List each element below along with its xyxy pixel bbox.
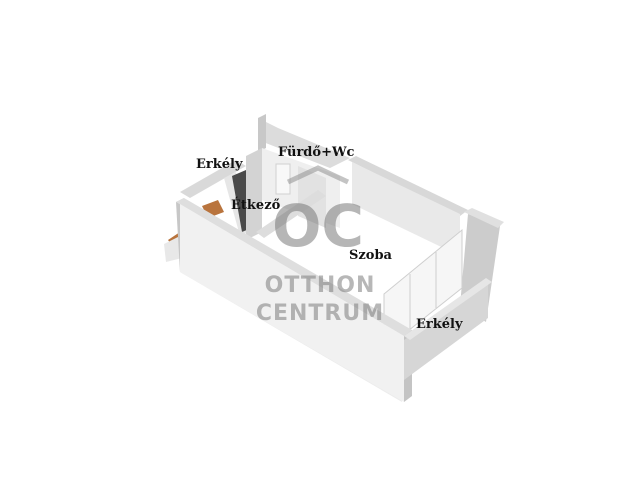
- bathroom-front-wall: [246, 148, 262, 240]
- back-wall-room: [348, 156, 468, 216]
- watermark: OC OTTHON CENTRUM: [256, 165, 384, 326]
- balcony-left-back-wall: [180, 160, 246, 198]
- balcony-outer-ledge: [164, 236, 182, 262]
- label-balcony-left: Erkély: [196, 157, 243, 172]
- watermark-line2: CENTRUM: [256, 301, 384, 326]
- watermark-monogram: OC: [272, 192, 364, 260]
- balcony-right-front-wall: [404, 282, 488, 380]
- room-partition-wall: [256, 190, 326, 238]
- front-wall-main: [180, 204, 404, 402]
- label-balcony-right: Erkély: [416, 317, 463, 332]
- label-bathroom: Fürdő+Wc: [278, 145, 355, 160]
- bathroom-back-wall: [258, 118, 350, 168]
- front-wall-top: [176, 198, 412, 336]
- watermark-line1: OTTHON: [265, 273, 376, 298]
- label-room: Szoba: [349, 248, 393, 263]
- balcony-right-front-top: [404, 278, 492, 340]
- watermark-roof-icon: [286, 165, 350, 185]
- bathroom-side-wall: [258, 114, 266, 152]
- balcony-right-wall-top: [464, 208, 504, 228]
- label-dining: Étkező: [231, 197, 281, 213]
- back-wall-face-room: [352, 162, 460, 256]
- bathroom-fixture: [275, 163, 291, 195]
